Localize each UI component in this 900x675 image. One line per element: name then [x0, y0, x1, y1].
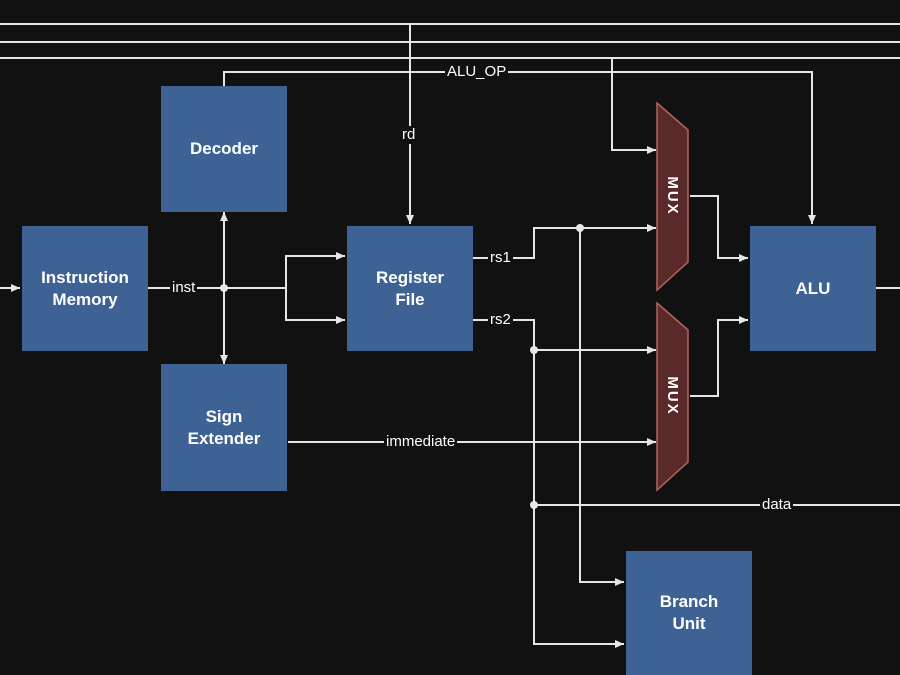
inst-to-regfile-a	[285, 252, 345, 288]
mux-top-output	[690, 195, 748, 262]
alu-label: ALU	[795, 278, 831, 298]
data-signal-label: data	[760, 496, 794, 514]
mux-select-wire	[611, 58, 656, 154]
mux-bottom-shape	[656, 301, 689, 492]
alu-op-wire	[223, 71, 816, 224]
sign-extender-block[interactable]: Sign Extender	[161, 364, 287, 491]
junction-dot	[530, 501, 538, 509]
mux-top-shape	[656, 101, 689, 292]
decoder-block[interactable]: Decoder	[161, 86, 287, 212]
alu-op-signal-label: ALU_OP	[445, 63, 509, 81]
register-file-label: Register File	[375, 267, 445, 309]
inst-signal-label: inst	[170, 279, 198, 297]
rs2-wire	[472, 319, 624, 648]
rs1-signal-label: rs1	[488, 249, 513, 267]
mux-bottom-label: MUX	[664, 376, 681, 416]
instruction-memory-label: Instruction Memory	[41, 267, 129, 309]
instruction-memory-block[interactable]: Instruction Memory	[22, 226, 148, 351]
junction-dot	[530, 346, 538, 354]
immediate-signal-label: immediate	[384, 433, 458, 451]
branch-unit-block[interactable]: Branch Unit	[626, 551, 752, 675]
decoder-label: Decoder	[189, 139, 259, 158]
mux-bottom-output	[690, 316, 748, 397]
rs2-signal-label: rs2	[488, 311, 513, 329]
branch-unit-label: Branch Unit	[659, 592, 719, 633]
rd-signal-label: rd	[400, 126, 418, 144]
mux-top-label: MUX	[664, 176, 681, 216]
inst-to-regfile-b	[285, 288, 345, 324]
rs1-branch	[579, 228, 624, 586]
register-file-block[interactable]: Register File	[347, 226, 473, 351]
sign-extender-label: Sign Extender	[187, 406, 261, 448]
junction-dot	[220, 284, 228, 292]
junction-dot	[576, 224, 584, 232]
alu-block[interactable]: ALU	[750, 226, 876, 351]
